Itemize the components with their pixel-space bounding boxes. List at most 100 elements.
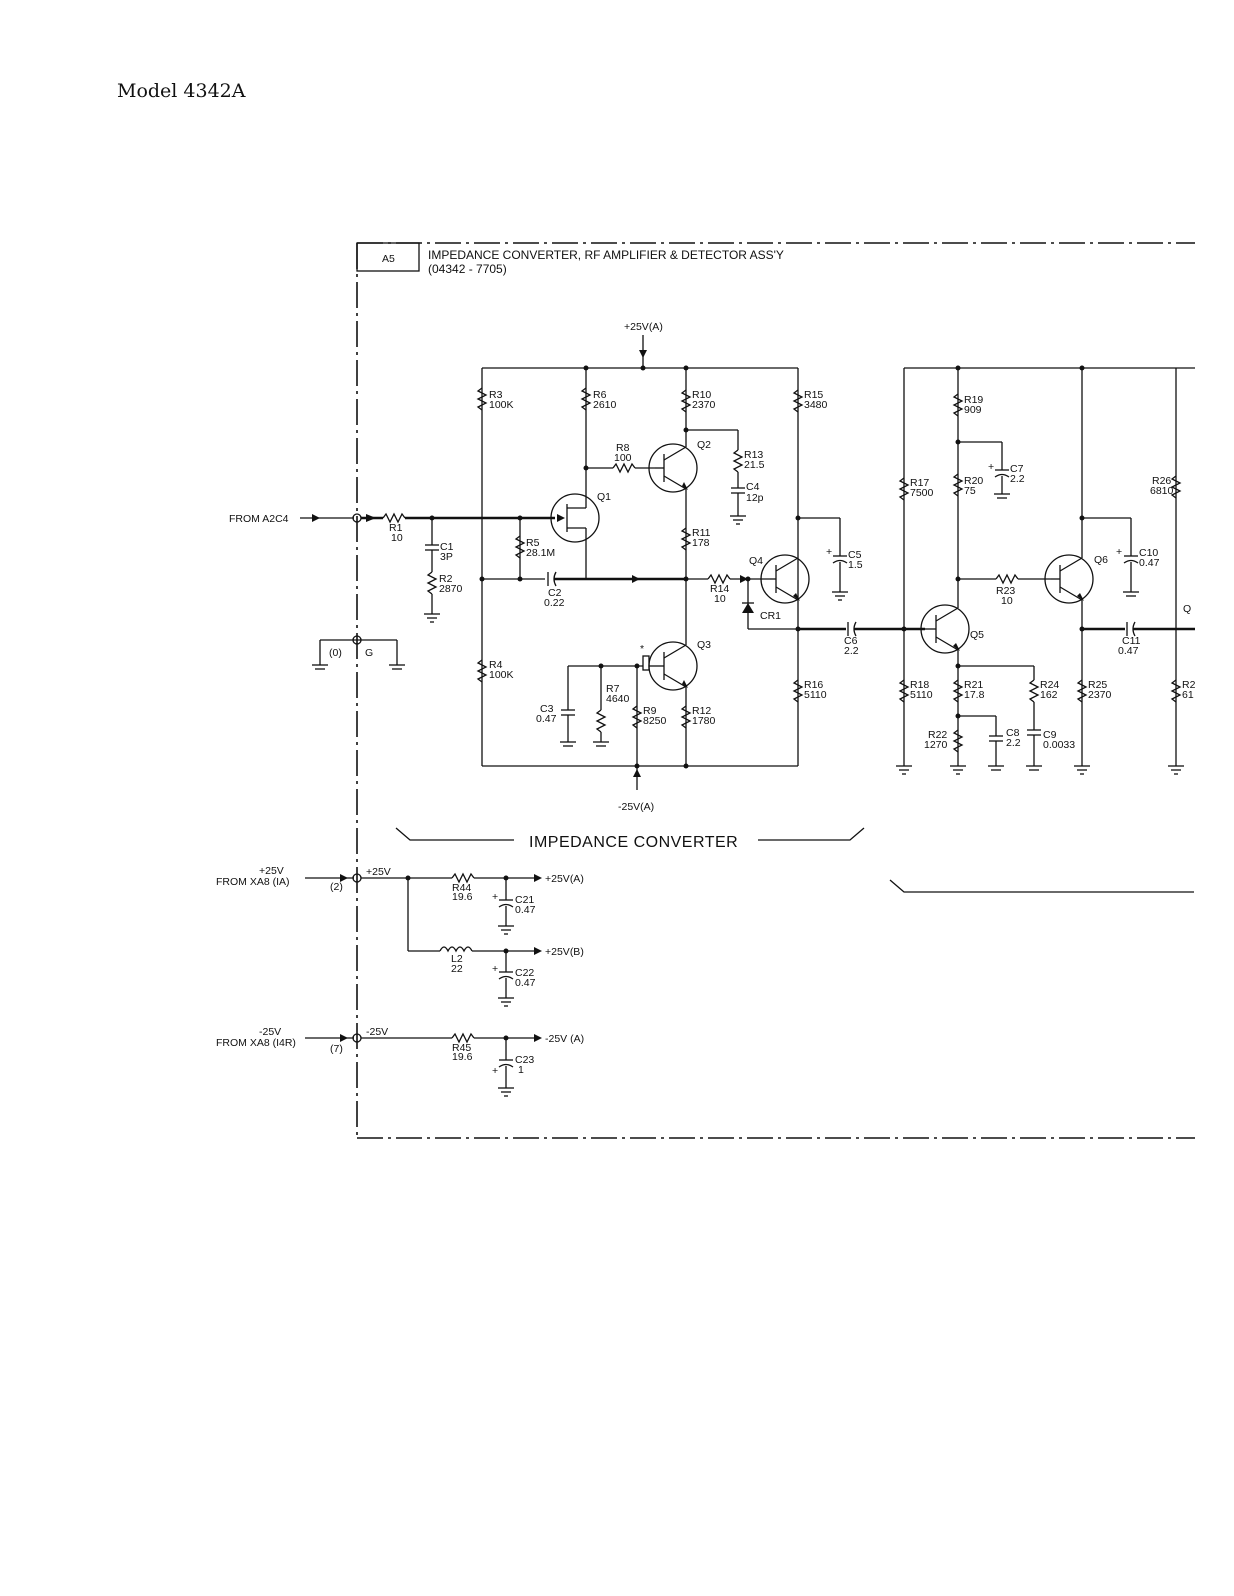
svg-text:5110: 5110 bbox=[910, 689, 933, 701]
svg-text:+25V: +25V bbox=[259, 865, 284, 877]
output-stage: R14 10 CR1 Q4 R15 3480 + bbox=[686, 389, 925, 703]
svg-text:C21: C21 bbox=[515, 894, 534, 906]
svg-text:1270: 1270 bbox=[924, 739, 948, 751]
svg-text:17.8: 17.8 bbox=[964, 689, 985, 701]
svg-text:0.47: 0.47 bbox=[536, 713, 557, 725]
svg-text:6810: 6810 bbox=[1150, 485, 1174, 497]
assembly-ref-box bbox=[356, 242, 420, 272]
input-label: FROM A2C4 bbox=[229, 513, 289, 525]
assembly-title: IMPEDANCE CONVERTER, RF AMPLIFIER & DETE… bbox=[428, 248, 784, 262]
svg-text:1.5: 1.5 bbox=[848, 559, 863, 571]
top-rail-label: +25V(A) bbox=[624, 321, 663, 333]
impedance-converter-bracket: IMPEDANCE CONVERTER bbox=[395, 827, 1194, 893]
svg-text:+: + bbox=[988, 461, 994, 473]
svg-text:4640: 4640 bbox=[606, 693, 630, 705]
svg-text:-25V (A): -25V (A) bbox=[545, 1033, 584, 1045]
svg-text:R1: R1 bbox=[389, 522, 403, 534]
top-supply-feed: +25V(A) bbox=[624, 321, 663, 368]
svg-text:Q3: Q3 bbox=[697, 639, 711, 651]
svg-text:R17: R17 bbox=[910, 477, 929, 489]
bias-divider: R3 100K R4 100K R5 28.1M C2 0.22 bbox=[476, 387, 686, 683]
transistor-q3: Q3 * C3 0.47 R7 4640 R9 8250 bbox=[536, 579, 716, 766]
svg-text:C2: C2 bbox=[548, 587, 562, 599]
svg-text:10: 10 bbox=[391, 532, 403, 544]
svg-text:R45: R45 bbox=[452, 1042, 471, 1054]
r6-r8: R6 2610 R8 100 bbox=[580, 387, 655, 474]
svg-text:C1: C1 bbox=[440, 541, 454, 553]
svg-text:R7: R7 bbox=[606, 683, 620, 695]
arrow-up-icon bbox=[633, 769, 641, 777]
svg-text:R16: R16 bbox=[804, 679, 823, 691]
svg-text:C6: C6 bbox=[844, 635, 858, 647]
svg-text:28.1M: 28.1M bbox=[526, 547, 555, 559]
svg-text:C5: C5 bbox=[848, 549, 862, 561]
svg-text:R23: R23 bbox=[996, 585, 1015, 597]
resistor-r2 bbox=[426, 571, 438, 595]
svg-text:R15: R15 bbox=[804, 389, 823, 401]
svg-text:3P: 3P bbox=[440, 551, 453, 563]
svg-text:2870: 2870 bbox=[439, 583, 463, 595]
svg-text:C22: C22 bbox=[515, 967, 534, 979]
svg-text:CR1: CR1 bbox=[760, 610, 781, 622]
svg-text:2370: 2370 bbox=[692, 399, 716, 411]
svg-text:R18: R18 bbox=[910, 679, 929, 691]
svg-text:R22: R22 bbox=[928, 729, 947, 741]
svg-text:R10: R10 bbox=[692, 389, 711, 401]
svg-text:C3: C3 bbox=[540, 703, 554, 715]
svg-text:Q6: Q6 bbox=[1094, 554, 1108, 566]
svg-text:(2): (2) bbox=[330, 881, 343, 893]
diode-cr1 bbox=[742, 603, 754, 613]
section-label-impedance-converter: IMPEDANCE CONVERTER bbox=[529, 834, 738, 851]
svg-text:0.22: 0.22 bbox=[544, 597, 565, 609]
svg-text:(0): (0) bbox=[329, 647, 342, 659]
svg-text:C4: C4 bbox=[746, 481, 760, 493]
svg-text:-25V: -25V bbox=[259, 1026, 281, 1038]
svg-text:100: 100 bbox=[614, 452, 632, 464]
svg-text:R19: R19 bbox=[964, 394, 983, 406]
svg-text:+25V(A): +25V(A) bbox=[545, 873, 584, 885]
assembly-frame: A5 IMPEDANCE CONVERTER, RF AMPLIFIER & D… bbox=[356, 242, 1195, 1139]
svg-text:R21: R21 bbox=[964, 679, 983, 691]
rf-amplifier-section: R17 7500 R18 5110 Q5 R19 909 bbox=[896, 365, 1196, 775]
svg-text:12p: 12p bbox=[746, 492, 764, 504]
svg-text:1780: 1780 bbox=[692, 715, 716, 727]
svg-text:19.6: 19.6 bbox=[452, 891, 473, 903]
svg-text:Q2: Q2 bbox=[697, 439, 711, 451]
svg-text:-25V: -25V bbox=[366, 1026, 388, 1038]
svg-text:L2: L2 bbox=[451, 953, 463, 965]
transistor-q1: Q1 bbox=[550, 368, 611, 579]
svg-text:R24: R24 bbox=[1040, 679, 1059, 691]
impedance-converter-rails: -25V(A) bbox=[481, 365, 799, 813]
svg-text:Q5: Q5 bbox=[970, 629, 984, 641]
svg-text:C8: C8 bbox=[1006, 727, 1020, 739]
svg-text:R6: R6 bbox=[593, 389, 607, 401]
svg-text:0.47: 0.47 bbox=[515, 904, 536, 916]
svg-text:22: 22 bbox=[451, 963, 463, 975]
svg-text:+: + bbox=[492, 891, 498, 903]
assembly-part-number: (04342 - 7705) bbox=[428, 262, 507, 276]
svg-text:100K: 100K bbox=[489, 669, 514, 681]
svg-text:C7: C7 bbox=[1010, 463, 1024, 475]
svg-text:75: 75 bbox=[964, 485, 976, 497]
svg-text:C23: C23 bbox=[515, 1054, 534, 1066]
svg-text:+25V(B): +25V(B) bbox=[545, 946, 584, 958]
svg-text:R9: R9 bbox=[643, 705, 657, 717]
svg-text:0.0033: 0.0033 bbox=[1043, 739, 1075, 751]
power-supply-section: +25V FROM XA8 (IA) (2) +25V R44 19.6 +25… bbox=[216, 865, 584, 1097]
svg-text:61: 61 bbox=[1182, 689, 1194, 701]
assembly-ref: A5 bbox=[382, 253, 395, 265]
svg-text:R2: R2 bbox=[439, 573, 453, 585]
svg-text:Q: Q bbox=[1183, 603, 1191, 615]
svg-text:C9: C9 bbox=[1043, 729, 1057, 741]
svg-text:2.2: 2.2 bbox=[844, 645, 859, 657]
arrow-down-icon bbox=[639, 350, 647, 358]
svg-text:Q1: Q1 bbox=[597, 491, 611, 503]
svg-text:+: + bbox=[492, 963, 498, 975]
svg-text:8250: 8250 bbox=[643, 715, 667, 727]
svg-text:R8: R8 bbox=[616, 442, 630, 454]
svg-text:+: + bbox=[1116, 546, 1122, 558]
svg-text:0.47: 0.47 bbox=[515, 977, 536, 989]
svg-text:R26: R26 bbox=[1152, 475, 1171, 487]
svg-text:R11: R11 bbox=[692, 527, 711, 539]
